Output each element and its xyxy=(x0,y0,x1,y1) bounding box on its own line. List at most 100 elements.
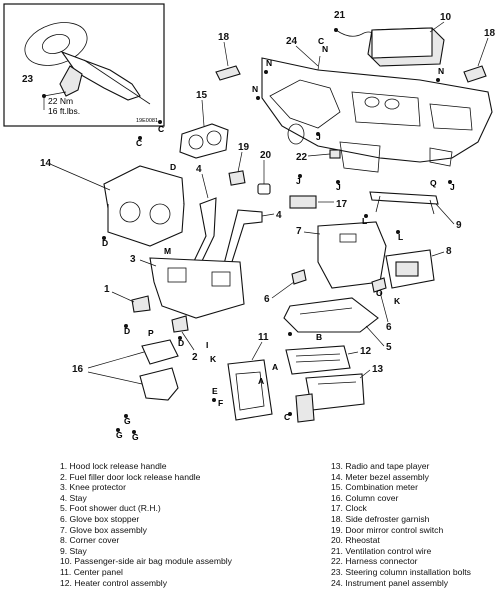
callout-8: 8 xyxy=(446,246,452,257)
legend-item: 2. Fuel filler door lock release handle xyxy=(60,471,201,482)
callout-18-left: 18 xyxy=(218,32,230,43)
knee-protector: 3 xyxy=(130,254,245,319)
fastener-b: B xyxy=(316,332,322,342)
legend-item: 16. Column cover xyxy=(331,492,399,503)
legend-left-column: 1. Hood lock release handle 2. Fuel fill… xyxy=(60,461,300,588)
fastener-d: D xyxy=(124,326,130,336)
legend-item: 8. Corner cover xyxy=(60,535,120,546)
fastener-j: J xyxy=(336,182,341,192)
fastener-a: A xyxy=(258,376,264,386)
center-panel: 11 xyxy=(227,332,273,421)
legend-item: 19. Door mirror control switch xyxy=(331,524,444,535)
fastener-c: C xyxy=(318,36,324,46)
fastener-j: J xyxy=(296,176,301,186)
callout-6-right: 6 xyxy=(386,322,392,333)
legend-item: 4. Stay xyxy=(60,492,87,503)
legend-item: 14. Meter bezel assembly xyxy=(331,471,429,482)
callout-11: 11 xyxy=(258,332,269,343)
legend-item: 24. Instrument panel assembly xyxy=(331,577,449,588)
legend-item: 17. Clock xyxy=(331,503,367,514)
callout-21: 21 xyxy=(334,10,346,21)
fastener-d: D xyxy=(170,162,176,172)
callout-19: 19 xyxy=(238,142,250,153)
glove-box-stopper-right: 6 xyxy=(371,277,392,333)
fastener-c: C xyxy=(158,124,164,134)
callout-4-left: 4 xyxy=(196,164,202,175)
fastener-g: G xyxy=(116,430,123,440)
fuel-filler-door-release-handle: 2 xyxy=(171,315,198,363)
fastener-l: L xyxy=(362,216,367,226)
fastener-q: Q xyxy=(430,178,437,188)
callout-22: 22 xyxy=(296,152,308,163)
column-cover: 16 xyxy=(72,339,179,401)
callout-23: 23 xyxy=(22,74,34,85)
combination-meter: 15 xyxy=(179,90,229,159)
fastener-c: C xyxy=(284,412,290,422)
torque-ftlbs: 16 ft.lbs. xyxy=(48,106,80,116)
legend-item: 18. Side defroster garnish xyxy=(331,513,430,524)
exploded-parts-diagram: 23 22 Nm 16 ft.lbs. 19E0081 24 21 10 18 xyxy=(3,3,496,442)
harness-connector: 22 xyxy=(296,149,341,163)
fastener-a: A xyxy=(272,362,278,372)
callout-7: 7 xyxy=(296,226,302,237)
rheostat: 20 xyxy=(257,150,272,195)
legend-item: 11. Center panel xyxy=(60,566,123,577)
glove-box-assembly: 7 xyxy=(296,221,387,289)
instrument-panel-assembly: 24 xyxy=(261,36,493,173)
fastener-j: J xyxy=(450,182,455,192)
stay-right: 4 xyxy=(223,209,282,269)
callout-4-right: 4 xyxy=(276,210,282,221)
fastener-d: D xyxy=(178,338,184,348)
legend-item: 12. Heater control assembly xyxy=(60,577,167,588)
legend-item: 10. Passenger-side air bag module assemb… xyxy=(60,556,232,567)
fastener-labels: C C C C N N N N J J J J D D D D Q L L M … xyxy=(102,36,455,442)
legend-item: 5. Foot shower duct (R.H.) xyxy=(60,503,161,514)
fastener-e: E xyxy=(212,386,218,396)
callout-12: 12 xyxy=(360,346,372,357)
torque-nm: 22 Nm xyxy=(48,96,73,106)
fastener-g: G xyxy=(124,416,131,426)
callout-5: 5 xyxy=(386,342,392,353)
fastener-n: N xyxy=(266,58,272,68)
clock: 17 xyxy=(289,195,348,210)
callout-9: 9 xyxy=(456,220,462,231)
fastener-d: D xyxy=(102,238,108,248)
screw-icons xyxy=(102,70,452,434)
glove-box-stopper-left: 6 xyxy=(264,269,307,305)
legend-item: 9. Stay xyxy=(60,545,87,556)
callout-20: 20 xyxy=(260,150,272,161)
corner-cover: 8 xyxy=(385,246,452,289)
fastener-n: N xyxy=(322,44,328,54)
stay-right-panel: 9 xyxy=(369,191,462,231)
legend-item: 3. Knee protector xyxy=(60,482,126,493)
callout-10: 10 xyxy=(440,12,452,23)
door-mirror-control-switch: 19 xyxy=(228,142,250,186)
callout-14: 14 xyxy=(40,158,52,169)
callout-3: 3 xyxy=(130,254,136,265)
foot-shower-duct: 5 xyxy=(283,297,392,353)
legend-item: 20. Rheostat xyxy=(331,535,380,546)
side-defroster-garnish-right: 18 xyxy=(463,28,496,83)
heater-control-assembly: 12 xyxy=(285,345,372,375)
hood-lock-release-handle: 1 xyxy=(104,284,151,313)
fastener-n: N xyxy=(438,66,444,76)
fastener-m: M xyxy=(164,246,171,256)
callout-24: 24 xyxy=(286,36,298,47)
legend-item: 6. Glove box stopper xyxy=(60,513,140,524)
fastener-o: O xyxy=(376,288,383,298)
fastener-i: I xyxy=(206,340,208,350)
fastener-g: G xyxy=(132,432,139,442)
legend-item: 22. Harness connector xyxy=(331,556,418,567)
legend-item: 21. Ventilation control wire xyxy=(331,545,432,556)
radio-tape-player: 13 xyxy=(295,364,384,423)
fastener-k: K xyxy=(394,296,401,306)
legend-item: 7. Glove box assembly xyxy=(60,524,147,535)
callout-17: 17 xyxy=(336,199,348,210)
fastener-k: K xyxy=(210,354,217,364)
legend-item: 15. Combination meter xyxy=(331,482,418,493)
legend-item: 1. Hood lock release handle xyxy=(60,461,167,471)
legend-item: 13. Radio and tape player xyxy=(331,461,430,471)
legend-right-column: 13. Radio and tape player 14. Meter beze… xyxy=(331,461,499,588)
callout-16: 16 xyxy=(72,364,84,375)
callout-6-left: 6 xyxy=(264,294,270,305)
